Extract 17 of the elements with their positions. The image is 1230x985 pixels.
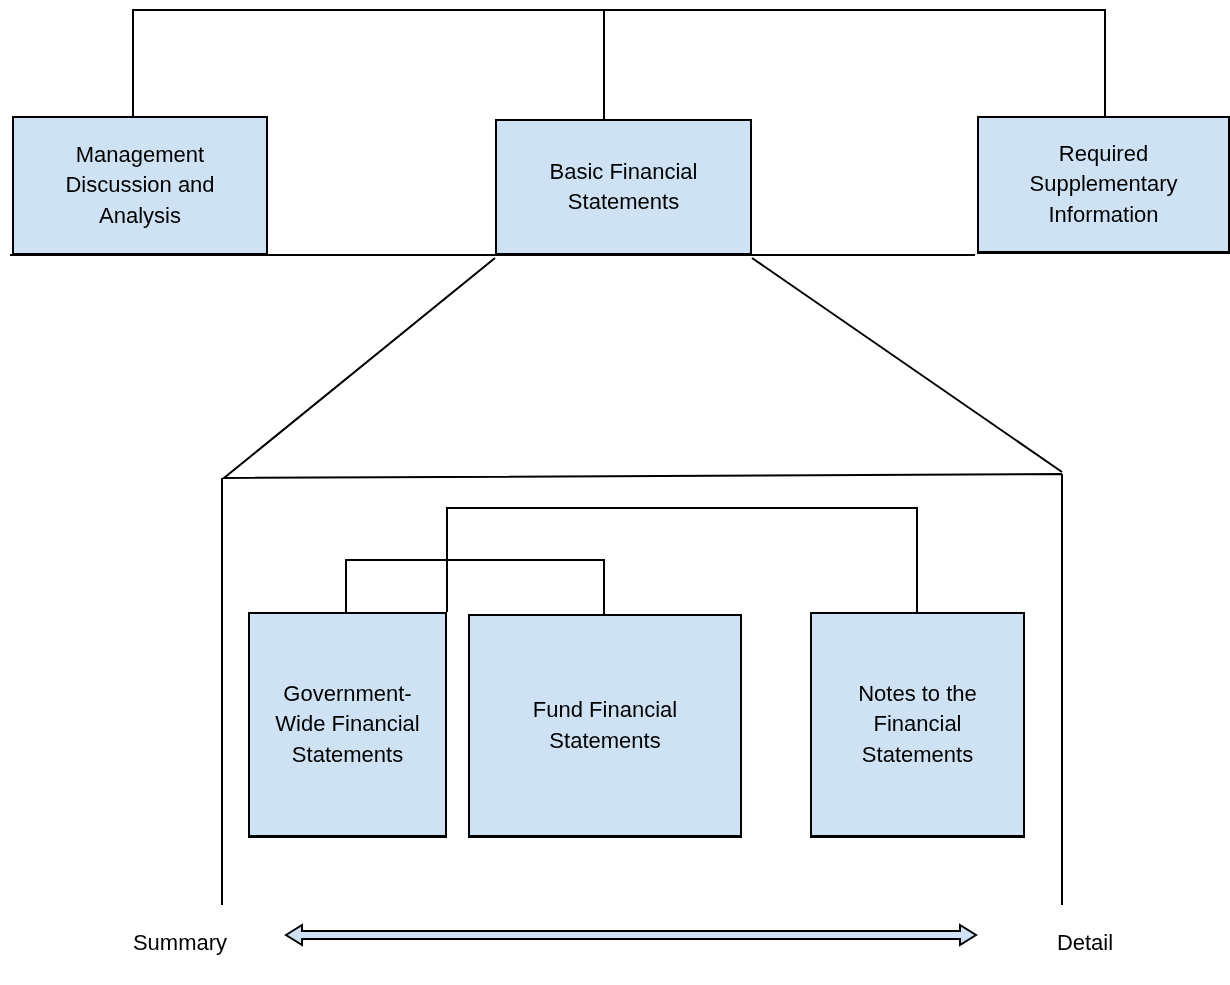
box-label: Fund Financial Statements bbox=[531, 696, 679, 755]
scale-label: Summary bbox=[132, 928, 228, 957]
box-label: Notes to the Financial Statements bbox=[857, 679, 978, 769]
statement-box bbox=[977, 116, 1230, 254]
box-label: Required Supplementary Information bbox=[1028, 139, 1179, 229]
statement-box bbox=[810, 612, 1025, 838]
statement-box bbox=[12, 116, 268, 256]
box-label: Management Discussion and Analysis bbox=[64, 140, 216, 230]
scale-label: Detail bbox=[1056, 928, 1114, 957]
statement-box bbox=[248, 612, 447, 838]
statement-box bbox=[468, 614, 742, 838]
box-label: Basic Financial Statements bbox=[548, 157, 699, 216]
connector-line bbox=[446, 507, 918, 613]
double-arrow bbox=[284, 923, 978, 947]
statement-box bbox=[495, 119, 752, 256]
box-label: Government-Wide Financial Statements bbox=[274, 679, 421, 769]
connector-line bbox=[345, 559, 605, 615]
